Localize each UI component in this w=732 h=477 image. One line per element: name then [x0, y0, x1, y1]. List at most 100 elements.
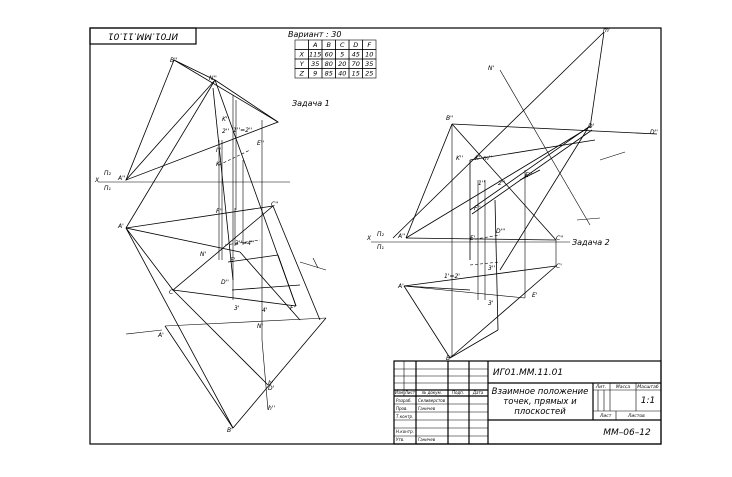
- point-label: D''': [496, 228, 506, 235]
- role-label: Разраб.: [396, 398, 412, 403]
- table-cell: [362, 68, 377, 79]
- group-code: ММ–06–12: [603, 428, 651, 438]
- point-label: D': [268, 385, 275, 392]
- role-label: Пров.: [396, 406, 408, 411]
- table-header: F: [367, 41, 371, 49]
- right-point-labels: B''D'N'D''K''1''2''A''A'F''F'C''C'E''E'1…: [366, 27, 658, 362]
- point-label: 3': [488, 300, 494, 307]
- point-label: 3''=4'': [235, 240, 255, 247]
- role-label: Н.контр.: [396, 429, 414, 434]
- point-label: Π₁: [104, 185, 112, 192]
- drawing-frame: [89, 27, 662, 445]
- table-cell: [294, 39, 309, 50]
- column-label: Изм: [395, 390, 403, 395]
- table-value: 85: [325, 70, 333, 78]
- point-label: D'': [650, 129, 658, 136]
- top-stamp: ИГ01.ММ.11.01: [89, 27, 197, 45]
- point-label: h': [268, 380, 274, 387]
- task1-label: Задача 1: [292, 99, 330, 108]
- title-line-1: Взаимное положение: [492, 387, 589, 397]
- variant-label: Вариант : 30: [288, 30, 341, 39]
- mass-header: Масса: [616, 384, 631, 390]
- point-label: F'': [474, 205, 481, 212]
- point-label: 2'': [222, 128, 229, 135]
- table-value: X: [299, 51, 305, 59]
- table-value: 35: [365, 60, 373, 68]
- point-label: m': [603, 27, 611, 34]
- table-value: Z: [299, 70, 305, 78]
- point-label: 2'': [498, 180, 505, 187]
- title-line-3: плоскостей: [514, 407, 566, 417]
- table-header: B: [327, 41, 332, 49]
- table-value: 70: [352, 60, 360, 68]
- point-label: 1'=2': [444, 273, 460, 280]
- point-label: B'': [446, 115, 454, 122]
- point-label: 3'': [488, 265, 495, 272]
- point-label: B': [227, 427, 233, 434]
- scale-header: Масштаб: [637, 384, 659, 390]
- point-label: K': [475, 155, 481, 162]
- point-label: F'': [216, 208, 223, 215]
- point-label: A': [157, 332, 164, 339]
- point-label: K': [216, 161, 222, 168]
- table-value: 10: [365, 51, 373, 59]
- point-label: I'': [216, 147, 221, 154]
- title-line-2: точек, прямых и: [503, 397, 577, 407]
- point-label: X: [366, 235, 372, 242]
- point-label: A': [117, 223, 124, 230]
- point-label: 1''=2'': [233, 127, 253, 134]
- point-label: Π₂: [377, 231, 385, 238]
- point-label: N'': [209, 75, 217, 82]
- table-value: 25: [365, 70, 373, 78]
- point-label: C': [556, 263, 562, 270]
- table-value: 45: [352, 51, 360, 59]
- point-label: A'': [117, 175, 126, 182]
- column-label: Лист: [404, 390, 416, 395]
- point-label: C'': [271, 201, 279, 208]
- point-label: 4': [262, 307, 268, 314]
- sheets-label: Листов: [627, 413, 645, 419]
- point-label: E'': [257, 140, 264, 147]
- point-label: E': [230, 257, 236, 264]
- point-label: D'': [221, 279, 229, 286]
- point-label: B'': [170, 57, 178, 64]
- point-label: F': [290, 305, 295, 312]
- table-value: 40: [338, 70, 346, 78]
- column-label: Подп.: [452, 390, 464, 395]
- point-label: K'': [456, 155, 464, 162]
- table-header: A: [312, 41, 317, 49]
- table-header: D: [353, 41, 358, 49]
- point-label: K'': [222, 116, 230, 123]
- column-label: Дата: [472, 390, 484, 395]
- point-label: C': [169, 289, 175, 296]
- role-label: Утв.: [396, 437, 404, 442]
- left-point-labels: B'' N'' A'' A' K''1''=2'' E'' 2'' I'' K' F'' 3''=4…: [94, 57, 295, 434]
- point-label: 1'': [478, 180, 485, 187]
- point-label: C'': [556, 235, 564, 242]
- top-stamp-text: ИГ01.ММ.11.01: [108, 31, 178, 41]
- point-label: N': [257, 323, 263, 330]
- table-value: 35: [311, 60, 319, 68]
- point-label: F': [470, 235, 475, 242]
- table-value: 115: [309, 51, 321, 59]
- table-value: 15: [352, 70, 360, 78]
- task2-label: Задача 2: [572, 238, 610, 247]
- table-header: C: [340, 41, 345, 49]
- table-value: 9: [313, 70, 317, 78]
- role-name: Ганичев: [418, 437, 436, 442]
- point-label: m'': [483, 155, 492, 162]
- point-label: Π₂: [104, 170, 112, 177]
- table-value: Y: [300, 60, 305, 68]
- role-name: Селиверстов: [418, 398, 446, 403]
- point-label: A'': [397, 233, 406, 240]
- point-label: E': [532, 292, 538, 299]
- left-drawing: [98, 59, 327, 429]
- point-label: 3': [234, 305, 240, 312]
- column-label: № докум.: [421, 390, 442, 395]
- table-value: 20: [338, 60, 346, 68]
- point-label: N': [488, 65, 494, 72]
- point-label: Π₁: [377, 244, 385, 251]
- point-label: h'': [268, 405, 275, 412]
